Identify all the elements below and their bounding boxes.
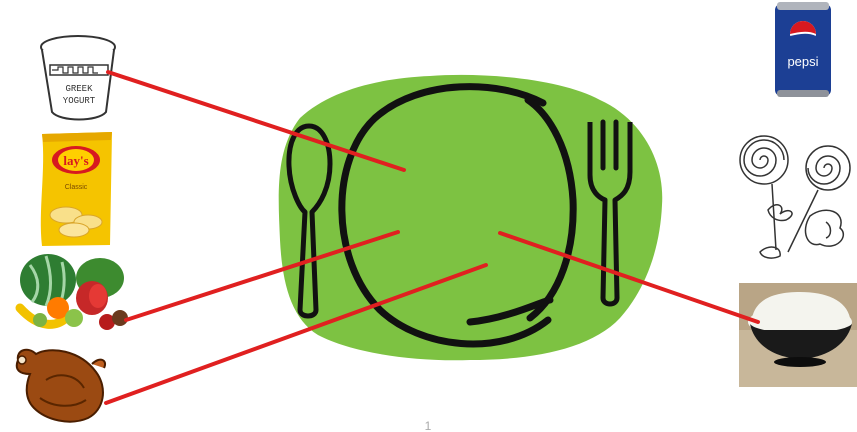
lollipops-icon	[740, 136, 850, 258]
fruits-vegetables-icon	[20, 254, 128, 330]
pepsi-can-icon: pepsi	[775, 2, 831, 97]
yogurt-label-line2: YOGURT	[63, 96, 96, 106]
page-number: 1	[425, 419, 432, 432]
greek-yogurt-icon: GREEK YOGURT	[41, 36, 115, 120]
chips-brand: lay's	[63, 153, 88, 168]
soda-brand: pepsi	[787, 54, 818, 69]
rice-bowl-icon	[739, 283, 857, 387]
chips-flavor: Classic	[65, 184, 88, 191]
yogurt-label-line1: GREEK	[65, 84, 93, 94]
lays-chips-icon: lay's Classic	[41, 132, 112, 246]
roast-chicken-icon	[17, 350, 105, 422]
